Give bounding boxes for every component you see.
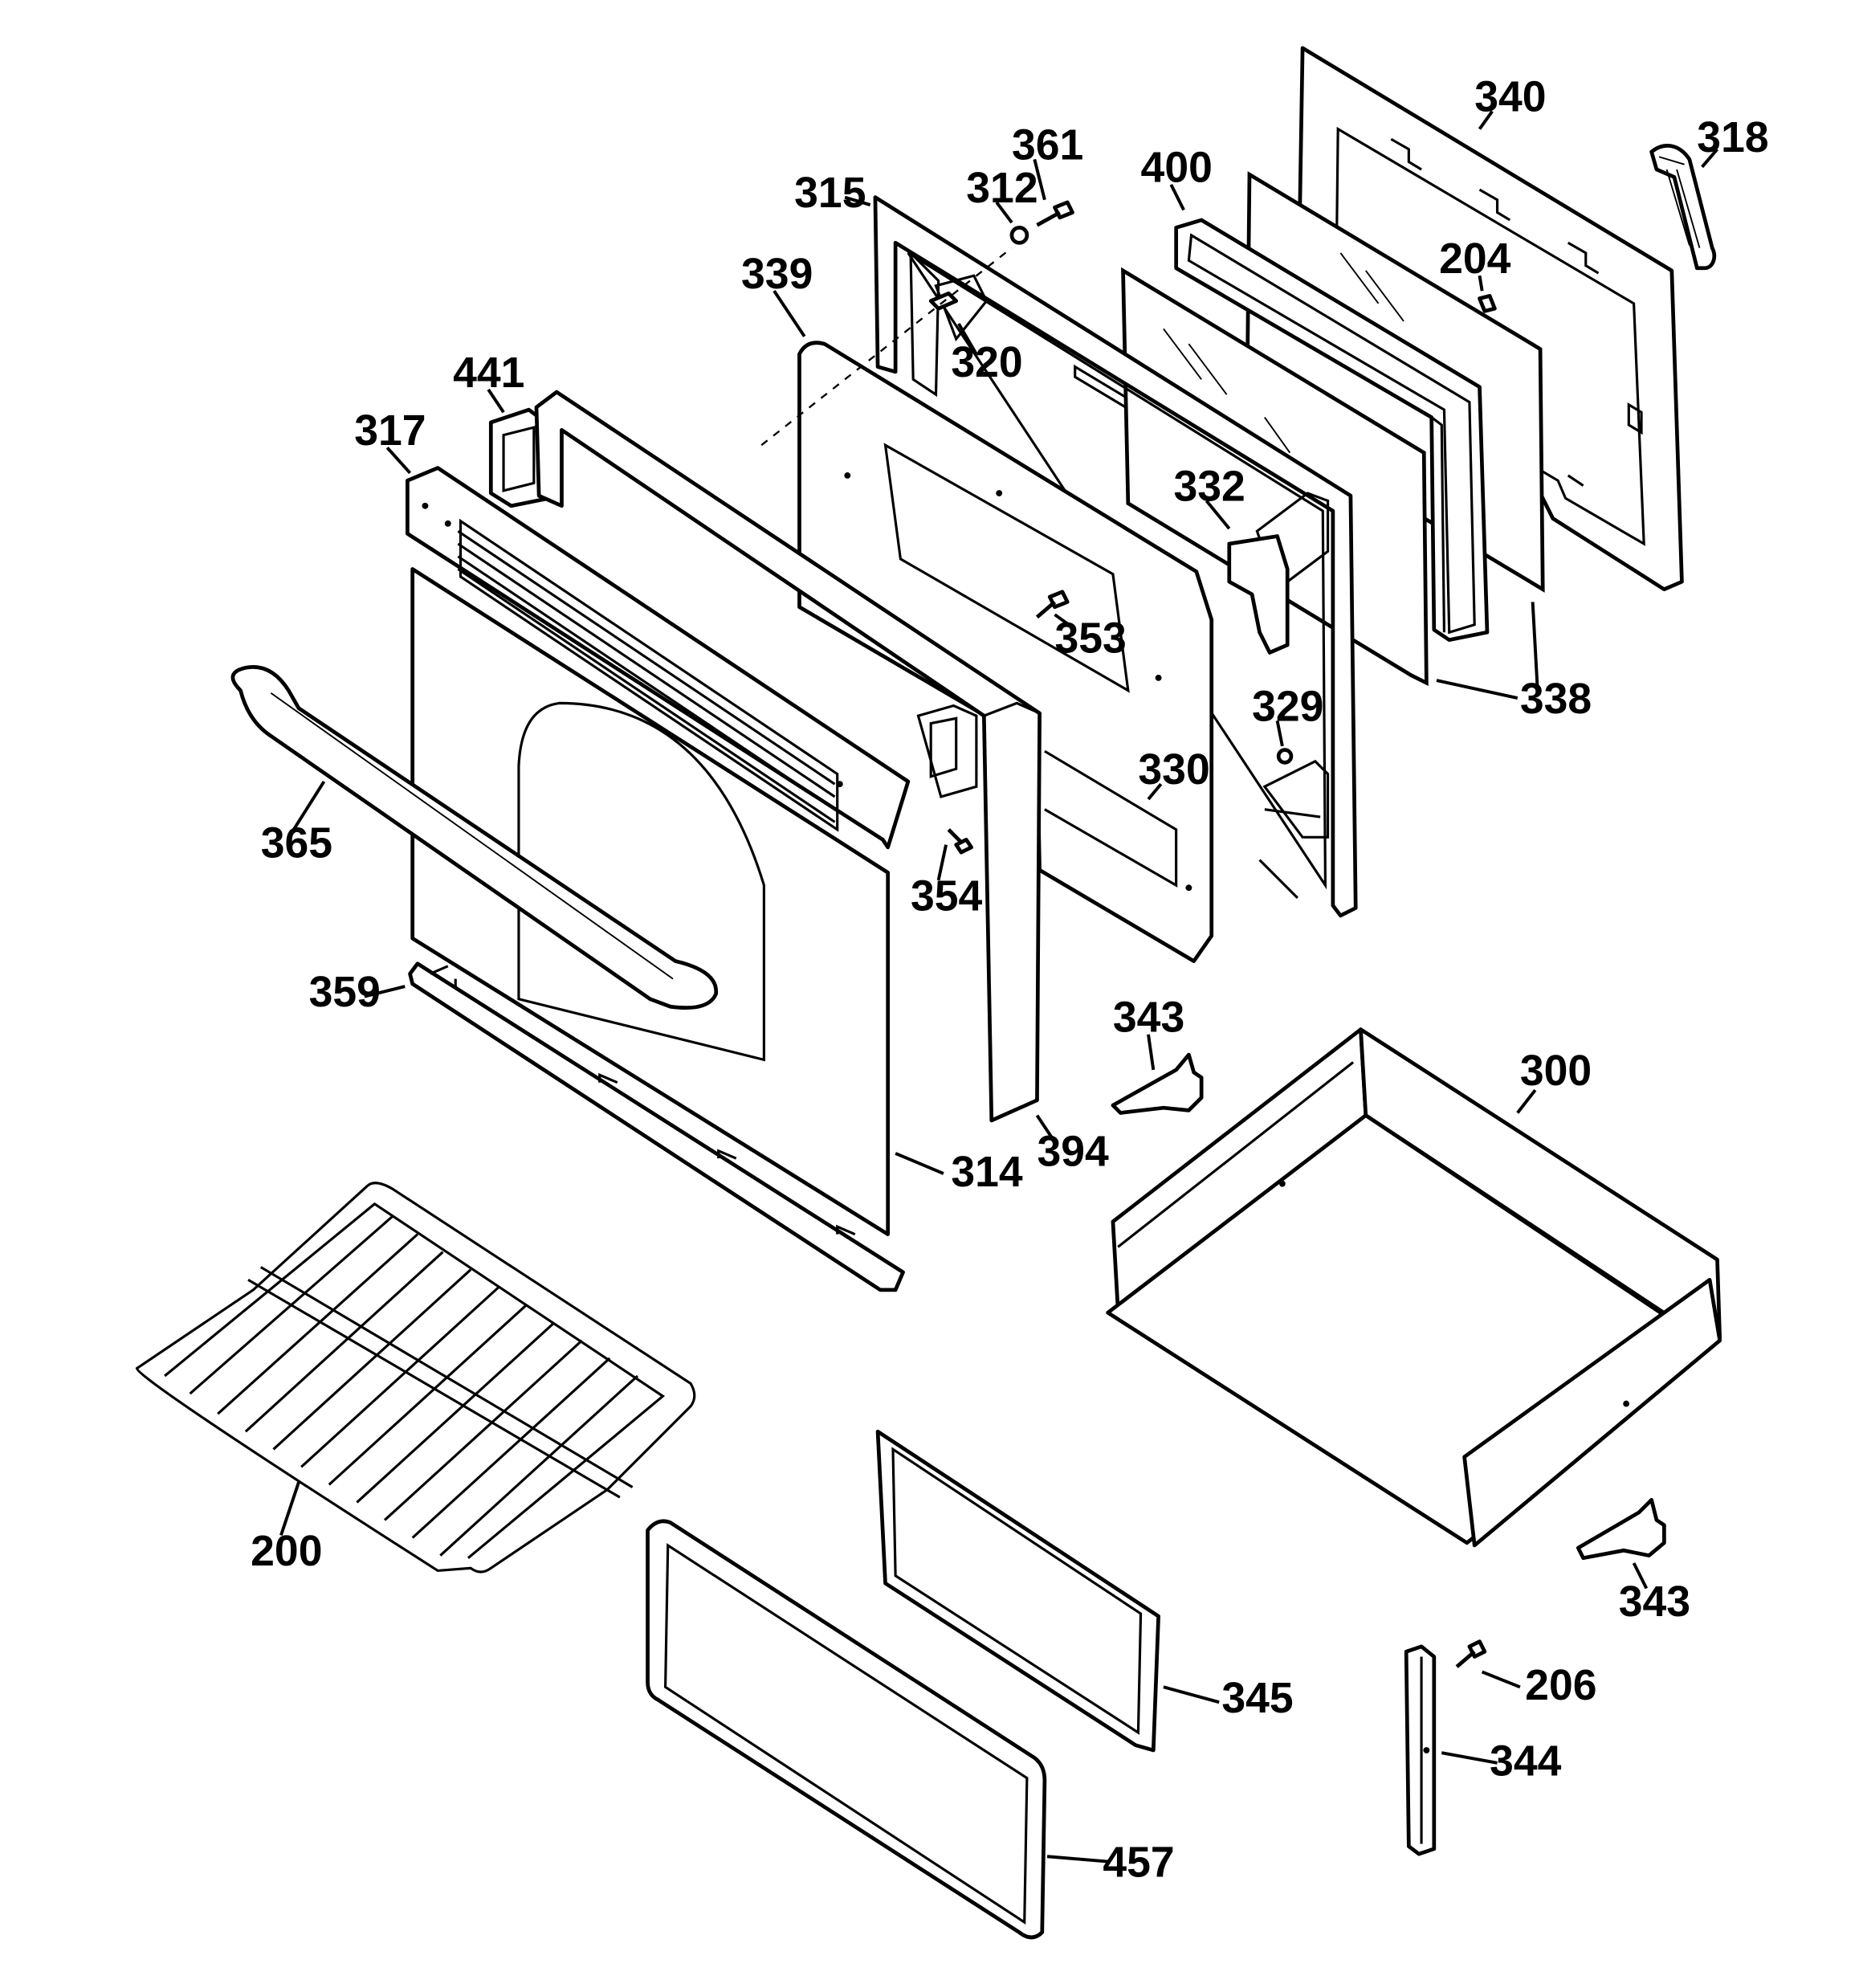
callout-206: 206	[1525, 1662, 1596, 1709]
callout-labels: 340 318 361 400 312 315 204 339 320 441 …	[251, 74, 1768, 1887]
callout-441: 441	[453, 349, 524, 397]
callout-344: 344	[1490, 1737, 1562, 1785]
callout-200: 200	[251, 1528, 322, 1575]
callout-361: 361	[1012, 121, 1083, 169]
part-screw-204	[1478, 294, 1497, 313]
part-screw-206	[1455, 1639, 1487, 1668]
callout-332: 332	[1174, 463, 1245, 510]
part-screw-353	[1035, 590, 1070, 619]
callout-457: 457	[1103, 1839, 1174, 1886]
callout-330: 330	[1138, 746, 1209, 794]
part-door-back-frame	[534, 390, 1042, 1123]
part-nut-329	[1276, 748, 1294, 765]
callout-315: 315	[794, 169, 866, 217]
part-screw-354	[947, 828, 973, 855]
callout-317: 317	[354, 407, 426, 455]
part-glass-pack-frame	[1174, 218, 1490, 643]
part-nut-312	[1009, 226, 1029, 245]
part-screw-361	[1036, 200, 1074, 227]
callout-354: 354	[911, 873, 983, 921]
callout-340: 340	[1474, 74, 1546, 121]
callout-312: 312	[966, 165, 1037, 212]
part-drawer-support	[1404, 1644, 1437, 1856]
callout-365: 365	[261, 819, 332, 867]
part-hinge-bracket	[1227, 534, 1290, 655]
callout-394: 394	[1037, 1129, 1109, 1176]
callout-339: 339	[741, 251, 813, 298]
callout-345: 345	[1221, 1675, 1293, 1722]
callout-400: 400	[1141, 145, 1213, 192]
callout-343-lower: 343	[1619, 1578, 1690, 1626]
part-door-handle	[230, 665, 718, 1010]
callout-338: 338	[1520, 676, 1592, 723]
callout-359: 359	[309, 969, 381, 1016]
callout-343-upper: 343	[1113, 994, 1184, 1042]
part-drawer-front-panel	[646, 1519, 1047, 1940]
part-drawer-slide-upper	[1111, 1052, 1204, 1115]
part-drawer-slide-lower	[1576, 1497, 1666, 1561]
callout-204: 204	[1439, 235, 1511, 283]
part-door-vent-trim	[406, 466, 911, 850]
callout-353: 353	[1055, 614, 1127, 662]
callout-320: 320	[951, 339, 1022, 386]
part-oven-rack	[135, 1182, 696, 1574]
callout-314: 314	[951, 1149, 1023, 1196]
leader-lines	[279, 110, 1719, 1863]
part-drawer-front-frame	[875, 1429, 1160, 1753]
callout-329: 329	[1252, 683, 1323, 730]
callout-300: 300	[1520, 1047, 1592, 1095]
part-storage-drawer	[1106, 1027, 1722, 1548]
part-door-bottom-trim	[408, 961, 905, 1292]
part-door-gasket	[1649, 144, 1717, 271]
callout-318: 318	[1697, 114, 1768, 161]
